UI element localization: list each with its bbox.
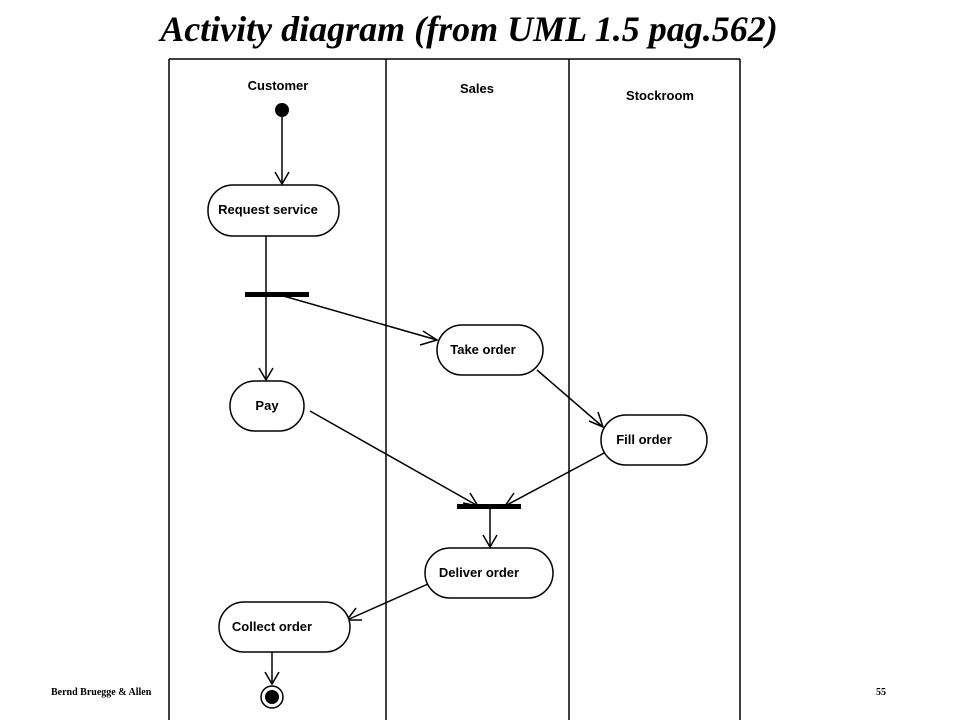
arrowhead	[588, 411, 605, 429]
final-state	[260, 685, 284, 709]
activity-shape	[207, 184, 340, 237]
activity-request-service: Request service	[207, 184, 340, 237]
initial-state	[275, 103, 289, 117]
activity-label: Fill order	[616, 432, 672, 447]
activity-shape	[424, 547, 554, 599]
activity-shape	[218, 601, 351, 653]
join-bar	[457, 504, 521, 509]
activity-label: Request service	[218, 202, 318, 217]
swimlane-label-stockroom: Stockroom	[626, 88, 694, 103]
activity-deliver-order: Deliver order	[424, 547, 554, 599]
activity-take-order: Take order	[436, 324, 544, 376]
arrowhead	[264, 671, 280, 686]
swimlane-label-sales: Sales	[460, 81, 494, 96]
activity-shape	[229, 380, 305, 432]
activity-label: Take order	[450, 342, 516, 357]
activity-label: Pay	[255, 398, 279, 413]
activity-label: Collect order	[232, 619, 312, 634]
activity-label: Deliver order	[439, 565, 519, 580]
arrowhead	[274, 171, 290, 186]
footer-author: Bernd Bruegge & Allen	[51, 687, 152, 698]
final-state-dot	[265, 690, 279, 704]
arrowhead	[419, 330, 439, 346]
control-flows	[258, 117, 607, 686]
fork-bar	[245, 292, 309, 297]
flow-fill-order-to-join	[504, 451, 607, 507]
swimlane-label-customer: Customer	[248, 78, 309, 93]
arrowhead	[258, 367, 274, 382]
activity-collect-order: Collect order	[218, 601, 351, 653]
swimlane-frame	[168, 58, 741, 720]
slide-title: Activity diagram (from UML 1.5 pag.562)	[160, 9, 778, 49]
page-number: 55	[876, 687, 886, 698]
activity-fill-order: Fill order	[600, 414, 708, 466]
arrowhead	[482, 534, 498, 549]
flow-pay-to-join	[309, 410, 479, 507]
flow-deliver-to-collect	[346, 583, 429, 621]
activity-pay: Pay	[229, 380, 305, 432]
flow-take-order-to-fill-order	[536, 369, 604, 428]
activity-shape	[436, 324, 544, 376]
activity-shape	[600, 414, 708, 466]
flow-fork-to-take-order	[279, 294, 438, 341]
